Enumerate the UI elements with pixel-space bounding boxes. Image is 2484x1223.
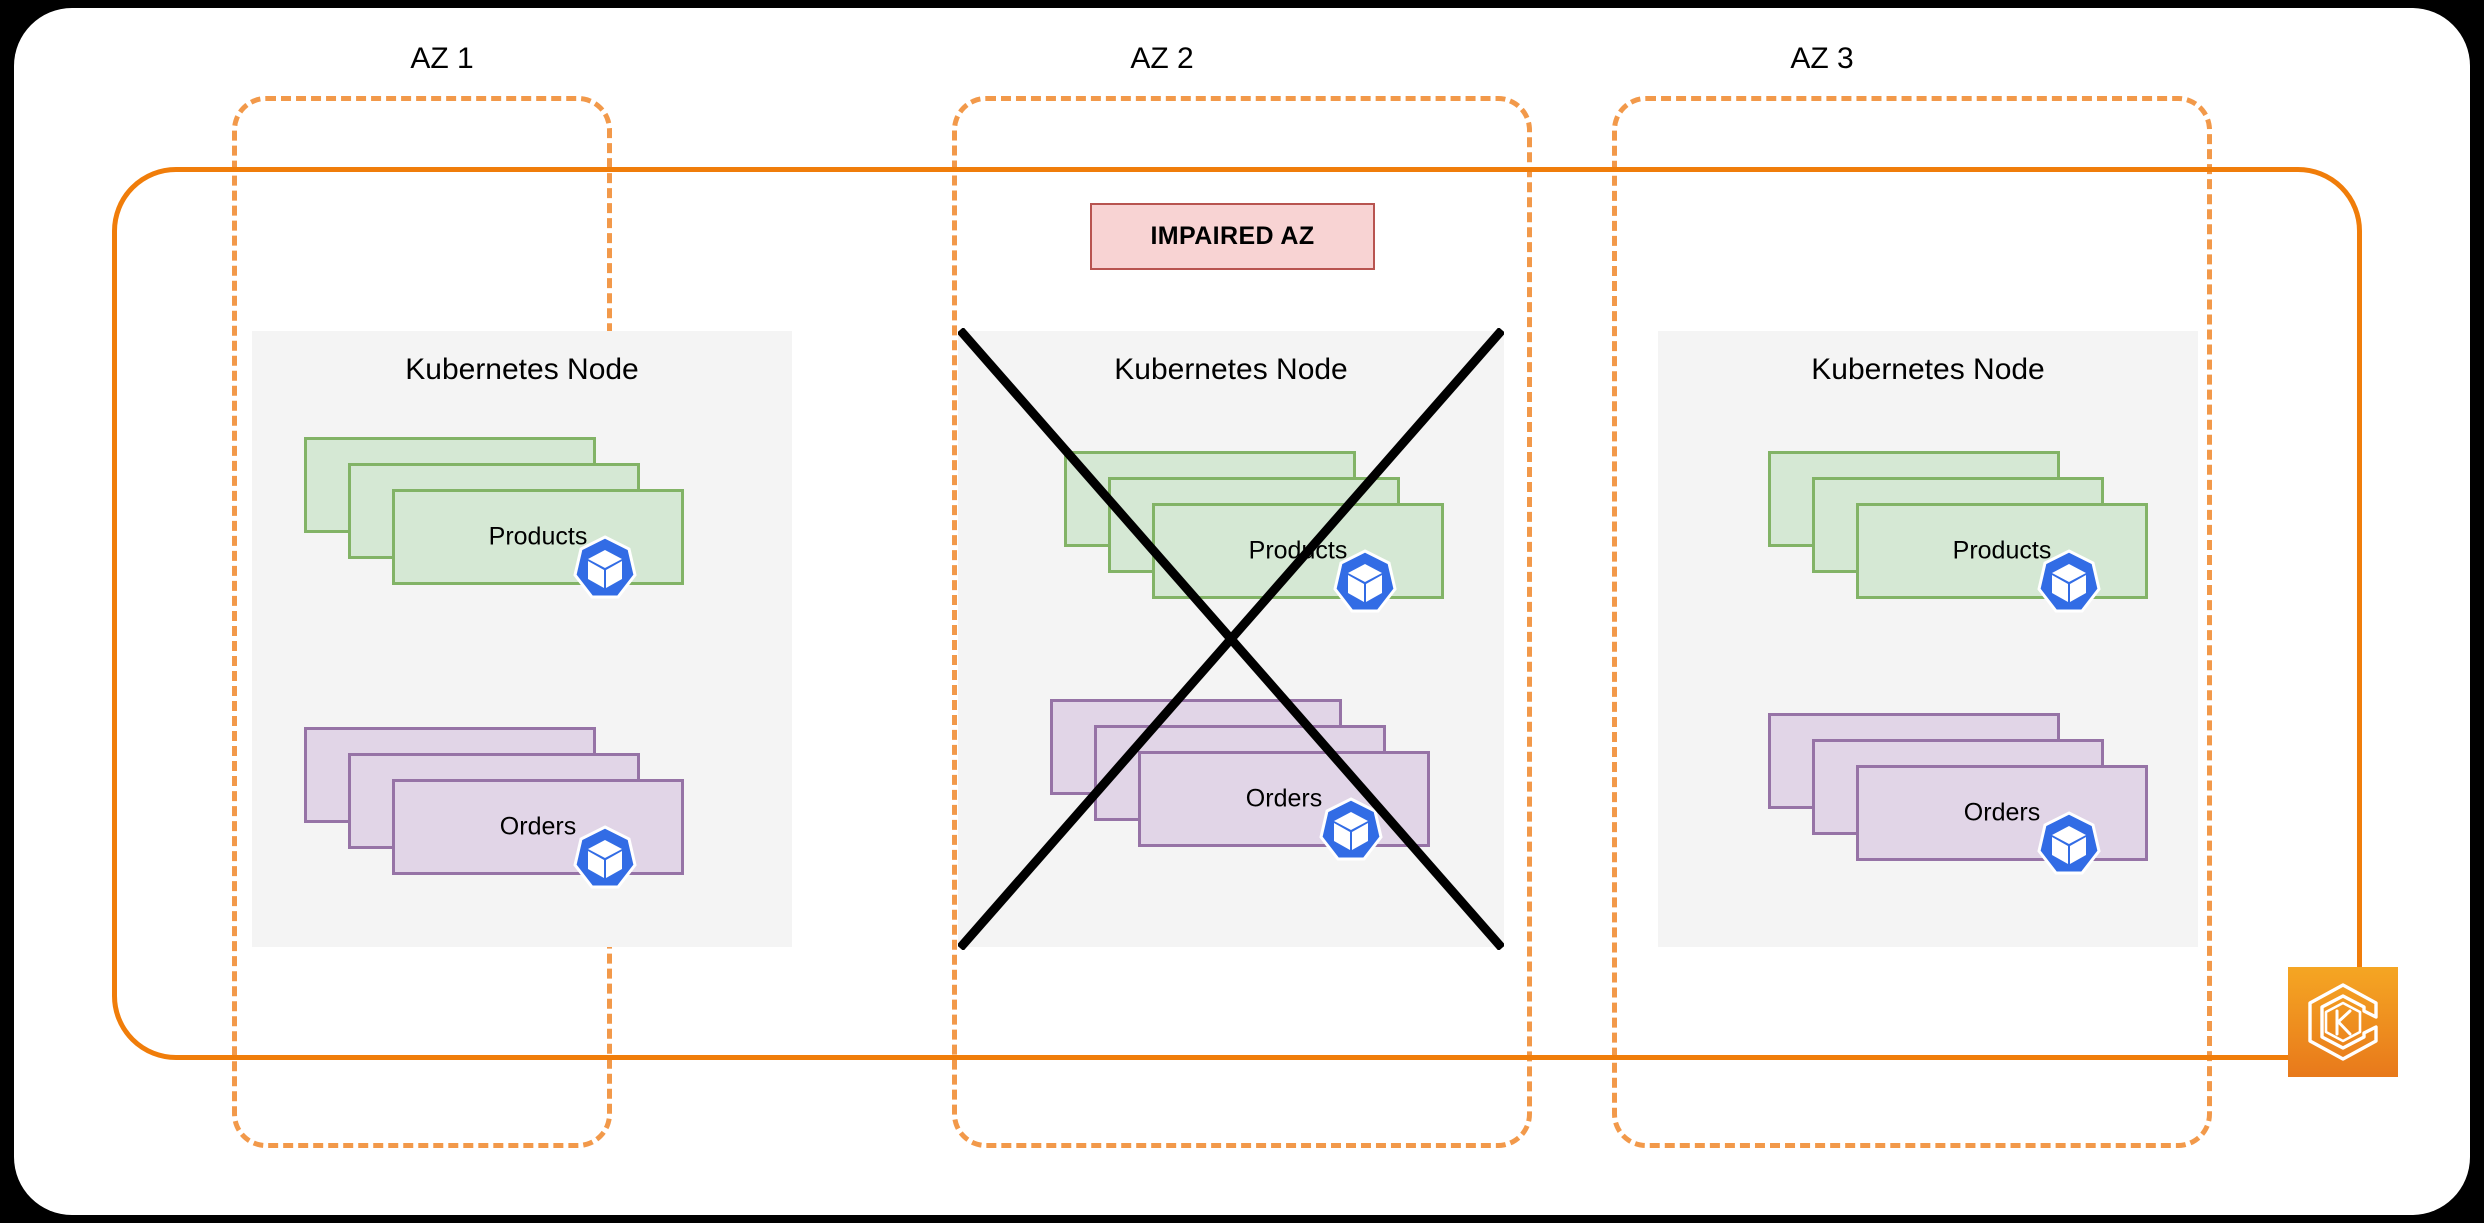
pod-replica: Orders xyxy=(1856,765,2148,861)
kubernetes-node-label-az3: Kubernetes Node xyxy=(1811,353,2045,386)
pod-replica: Products xyxy=(1856,503,2148,599)
az-label-3: AZ 3 xyxy=(1790,42,1854,75)
kubernetes-pod-icon xyxy=(572,535,638,601)
pod-stack-products-az2: Products xyxy=(1064,451,1444,613)
pod-stack-orders-az2: Orders xyxy=(1050,699,1430,861)
pod-replica: Products xyxy=(1152,503,1444,599)
az-boundary-3 xyxy=(1612,96,2212,1148)
kubernetes-node-az1: Kubernetes Node Products Orders xyxy=(252,331,792,947)
amazon-eks-logo xyxy=(2288,967,2398,1077)
pod-replica: Products xyxy=(392,489,684,585)
pod-label: Orders xyxy=(1245,784,1323,813)
pod-label: Products xyxy=(1952,536,2052,565)
kubernetes-pod-icon xyxy=(2036,811,2102,877)
kubernetes-cluster-boundary xyxy=(112,167,2362,1060)
pod-stack-orders-az1: Orders xyxy=(304,727,684,889)
pod-stack-orders-az3: Orders xyxy=(1768,713,2148,875)
pod-label: Orders xyxy=(499,812,577,841)
pod-stack-products-az1: Products xyxy=(304,437,684,599)
pod-replica: Orders xyxy=(392,779,684,875)
pod-label: Orders xyxy=(1963,798,2041,827)
az-boundary-2 xyxy=(952,96,1532,1148)
pod-label: Products xyxy=(1248,536,1348,565)
pod-stack-products-az3: Products xyxy=(1768,451,2148,613)
kubernetes-node-az2: Kubernetes Node Products Orders xyxy=(958,331,1504,947)
kubernetes-pod-icon xyxy=(2036,549,2102,615)
az-label-1: AZ 1 xyxy=(410,42,474,75)
kubernetes-node-label-az1: Kubernetes Node xyxy=(405,353,639,386)
impaired-az-badge: IMPAIRED AZ xyxy=(1090,203,1375,270)
kubernetes-pod-icon xyxy=(1332,549,1398,615)
az-label-2: AZ 2 xyxy=(1130,42,1194,75)
kubernetes-node-label-az2: Kubernetes Node xyxy=(1114,353,1348,386)
kubernetes-node-az3: Kubernetes Node Products Orders xyxy=(1658,331,2198,947)
pod-label: Products xyxy=(488,522,588,551)
kubernetes-pod-icon xyxy=(1318,797,1384,863)
pod-replica: Orders xyxy=(1138,751,1430,847)
kubernetes-pod-icon xyxy=(572,825,638,891)
